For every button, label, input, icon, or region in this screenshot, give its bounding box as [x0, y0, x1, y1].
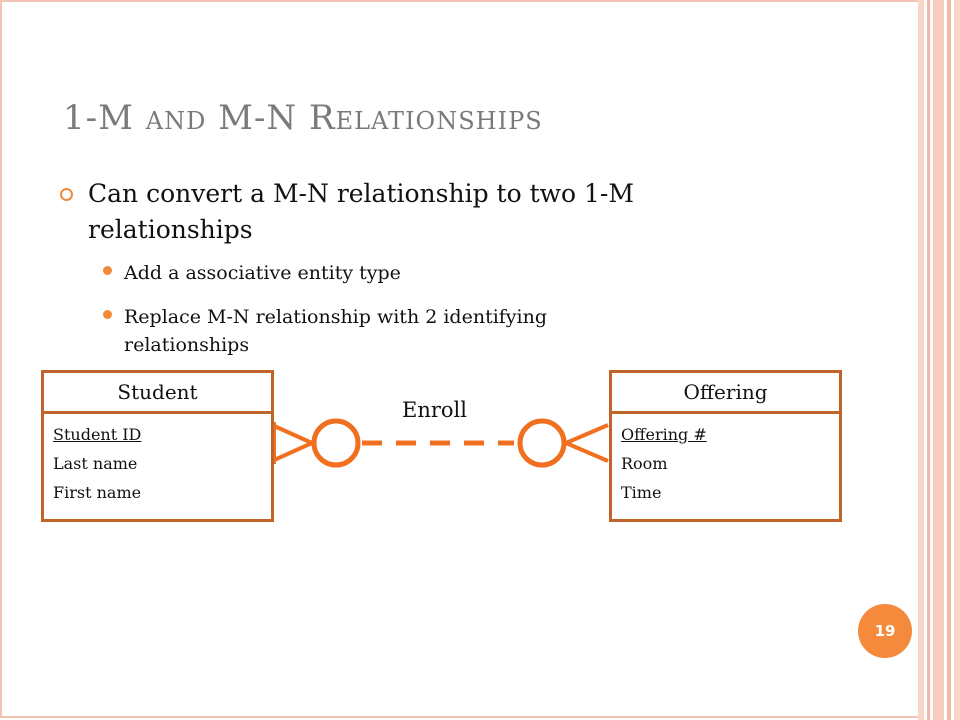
entity-offering-attributes: Offering # Room Time: [612, 414, 839, 507]
entity-offering-name: Offering: [612, 373, 839, 414]
optional-circle-left: [311, 418, 361, 468]
decorative-stripes: [918, 0, 960, 720]
sub-bullet-2: Replace M-N relationship with 2 identify…: [124, 306, 548, 356]
relationship-label: Enroll: [402, 398, 467, 422]
attribute-offering-number: Offering #: [621, 425, 707, 444]
entity-offering: Offering Offering # Room Time: [609, 370, 842, 522]
crows-foot-left-lower: [271, 441, 313, 463]
entity-student: Student Student ID Last name First name: [41, 370, 274, 522]
crows-foot-right-upper: [565, 423, 609, 445]
slide-frame: [0, 0, 918, 718]
attribute-student-id: Student ID: [53, 425, 142, 444]
entity-student-attributes: Student ID Last name First name: [44, 414, 271, 507]
slide-title: 1-M and M-N Relationships: [63, 98, 543, 138]
bullet-dot-icon: [103, 266, 112, 275]
crows-foot-right-lower: [565, 441, 609, 463]
attribute-time: Time: [621, 483, 662, 502]
main-bullet-text: Can convert a M-N relationship to two 1-…: [88, 179, 634, 244]
attribute-last-name: Last name: [53, 454, 138, 473]
attribute-room: Room: [621, 454, 668, 473]
crows-foot-left-upper: [271, 423, 313, 445]
bullet-dot-icon: [103, 310, 112, 319]
sub-bullet-1: Add a associative entity type: [124, 262, 401, 284]
optional-circle-right: [517, 418, 567, 468]
entity-student-name: Student: [44, 373, 271, 414]
bullet-ring-icon: [60, 188, 73, 201]
page-number-badge: 19: [858, 604, 912, 658]
attribute-first-name: First name: [53, 483, 142, 502]
